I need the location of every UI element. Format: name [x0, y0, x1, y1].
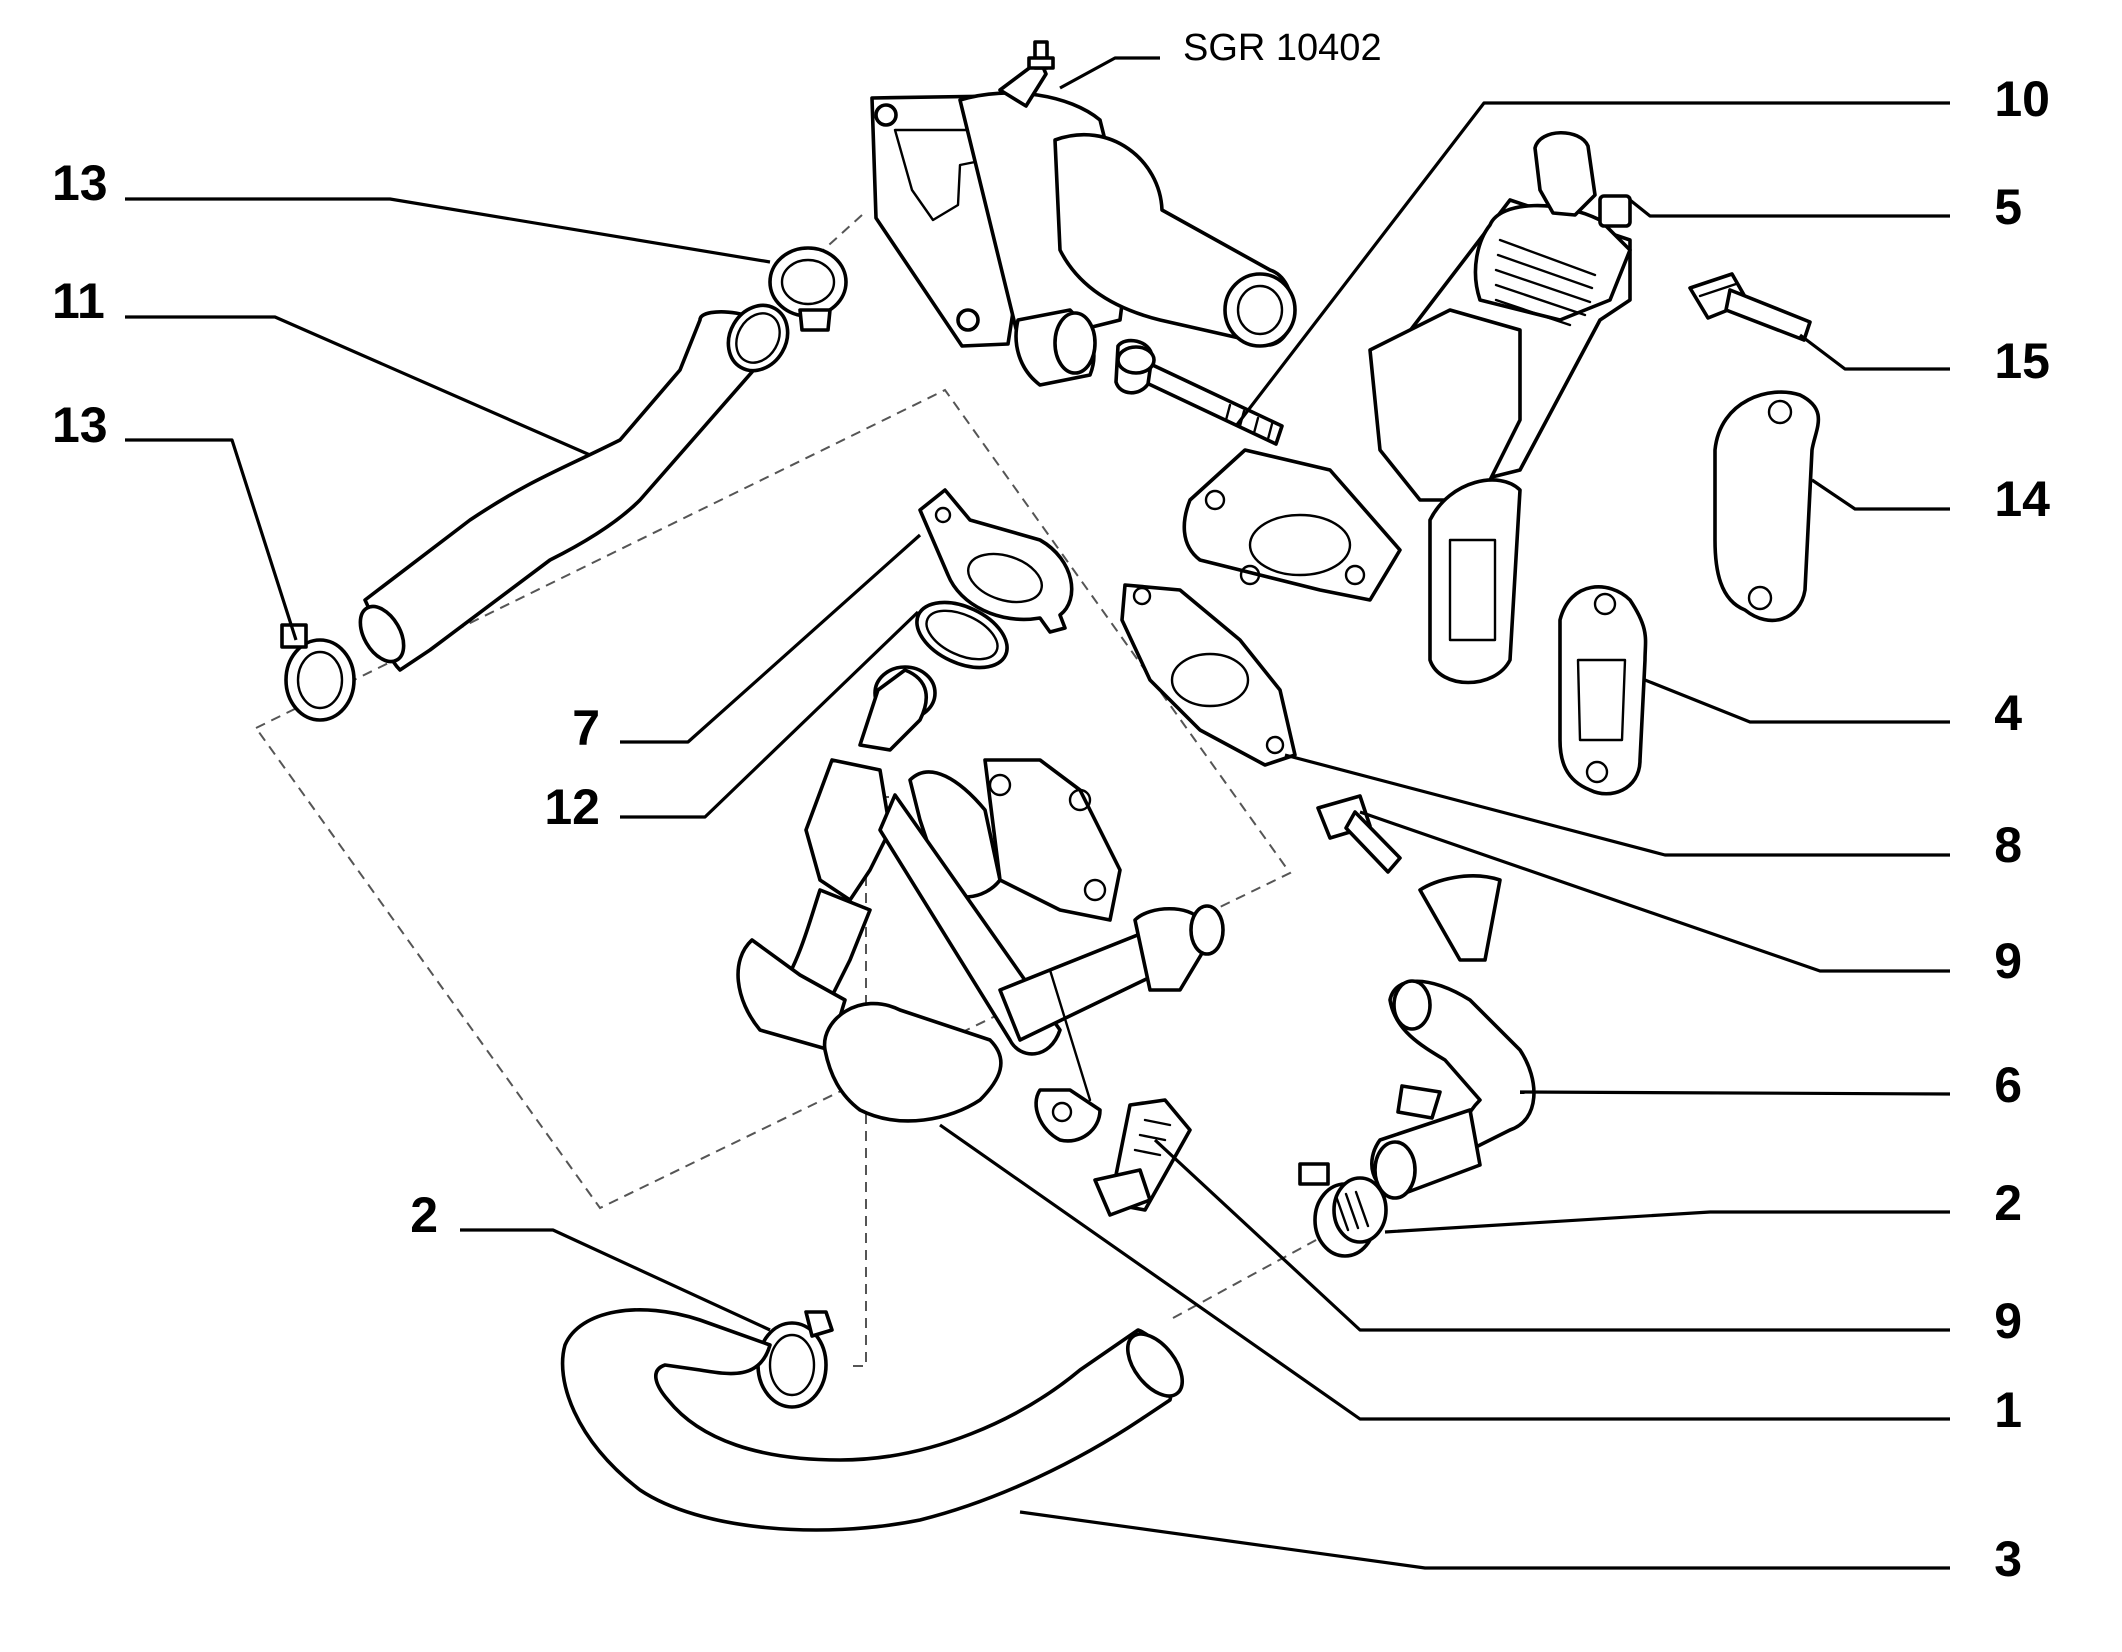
leader-2-left [460, 1228, 771, 1332]
o-ring-12 [915, 600, 1009, 670]
callout-11: 11 [52, 273, 105, 329]
callout-9-lower: 9 [1994, 1293, 2022, 1349]
gasket-8 [1120, 583, 1297, 767]
hose-11 [358, 303, 790, 672]
callout-3: 3 [1994, 1531, 2022, 1587]
callout-5: 5 [1994, 179, 2022, 235]
bolt-9-upper [1316, 794, 1402, 874]
leader-12 [620, 610, 920, 819]
clip-ring-7 [918, 488, 1074, 634]
callout-14: 14 [1994, 471, 2050, 527]
leader-6 [1519, 1090, 1951, 1096]
long-bolt [1114, 338, 1284, 446]
hose-clamp-13-upper [768, 246, 848, 332]
leader-15 [1799, 333, 1950, 371]
pipe-bracket-6 [1370, 874, 1536, 1200]
callout-8: 8 [1994, 817, 2022, 873]
drawing-reference: SGR 10402 [1183, 27, 1382, 69]
callout-9-upper: 9 [1994, 933, 2022, 989]
leader-13-upper [125, 197, 771, 264]
callout-4: 4 [1994, 685, 2022, 741]
hose-3 [560, 1308, 1184, 1532]
callout-2-left: 2 [410, 1187, 438, 1243]
egr-valve [1182, 131, 1632, 685]
leader-5 [1629, 198, 1950, 218]
egr-pipe-assembly [736, 665, 1225, 1143]
thermostat-housing [870, 40, 1297, 387]
leader-8 [1284, 753, 1950, 857]
callout-7: 7 [572, 700, 600, 756]
callout-10: 10 [1994, 71, 2050, 127]
bolt-9-lower [1093, 1098, 1192, 1217]
leader-13-lower [125, 438, 298, 641]
callout-15: 15 [1994, 333, 2050, 389]
callout-1: 1 [1994, 1382, 2022, 1438]
leader-1 [939, 1123, 1950, 1421]
callout-2-right: 2 [1994, 1175, 2022, 1231]
gasket-4 [1558, 585, 1648, 796]
leader-lines [125, 56, 1951, 1570]
leader-7 [620, 533, 922, 744]
leader-9-upper [1359, 810, 1950, 973]
leader-ref [1059, 56, 1160, 90]
blanking-plate [1713, 390, 1821, 623]
callout-12: 12 [544, 779, 600, 835]
hose-clamp-2-left [756, 1310, 834, 1409]
hose-clamp-13-lower [280, 623, 356, 722]
leader-14 [1811, 478, 1950, 511]
leader-4 [1644, 678, 1950, 724]
small-bolt-15 [1688, 272, 1812, 342]
leader-10 [1234, 101, 1950, 427]
leader-2-right [1384, 1210, 1950, 1234]
leader-3 [1019, 1510, 1950, 1570]
hose-clamp-2-right [1298, 1162, 1388, 1258]
callout-13-lower: 13 [52, 397, 108, 453]
callout-13-upper: 13 [52, 155, 108, 211]
callout-6: 6 [1994, 1057, 2022, 1113]
leader-9-lower [1153, 1138, 1950, 1332]
leader-11 [125, 315, 591, 457]
